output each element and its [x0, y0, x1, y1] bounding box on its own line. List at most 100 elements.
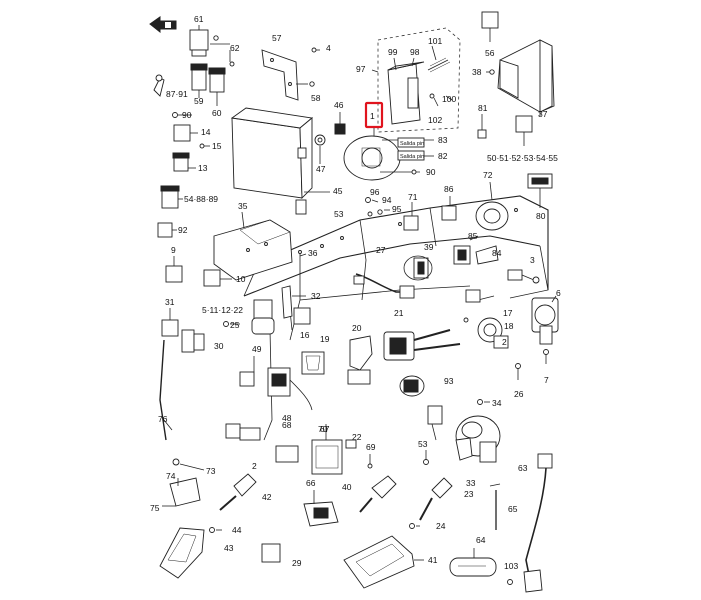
tag-lower-text: Salida pin	[400, 154, 424, 160]
part-label-24: 24	[436, 521, 446, 531]
part-label-58: 58	[311, 93, 321, 103]
bracket-65	[489, 483, 501, 530]
relay-59	[190, 63, 208, 91]
relay-548889	[161, 189, 179, 209]
kit-outline-97	[377, 27, 461, 133]
part-label-56: 56	[485, 48, 495, 58]
part-label-53b: 53	[418, 439, 428, 449]
part-label-46: 46	[334, 100, 344, 110]
part-label-31: 31	[165, 297, 175, 307]
dashboard-frame	[243, 195, 549, 441]
connector-23	[419, 477, 453, 521]
part-label-34: 34	[492, 398, 502, 408]
part-label-100: 100	[442, 94, 456, 104]
spring-101	[427, 57, 451, 73]
part-label-26: 26	[514, 389, 524, 399]
part-label-20: 20	[352, 323, 362, 333]
relay-71	[403, 215, 419, 231]
ignition-switch-1	[343, 135, 401, 181]
combination-switch-21	[383, 329, 461, 361]
bracket-84	[475, 245, 499, 265]
relay-31	[161, 319, 179, 337]
part-label-65: 65	[508, 504, 518, 514]
plate-43	[159, 527, 205, 579]
switch-19	[301, 351, 325, 375]
part-label-72: 72	[483, 170, 493, 180]
part-label-80: 80	[536, 211, 546, 221]
part-label-36: 36	[308, 248, 318, 258]
sensor-3	[507, 269, 540, 284]
relay-5112	[251, 299, 275, 335]
part-label-90a: 90	[182, 110, 192, 120]
part-label-60: 60	[212, 108, 222, 118]
gauge-72	[475, 201, 509, 231]
part-label-17: 17	[503, 308, 513, 318]
part-label-57: 57	[272, 33, 282, 43]
part-label-98: 98	[410, 47, 420, 57]
part-label-32: 32	[311, 291, 321, 301]
part-label-6: 6	[556, 288, 561, 298]
relay-56	[481, 11, 499, 29]
back-arrow-icon[interactable]	[149, 16, 177, 34]
part-label-43: 43	[224, 543, 234, 553]
module-99-98	[387, 61, 425, 125]
part-label-71: 71	[408, 192, 418, 202]
relay-9	[165, 265, 183, 283]
part-label-21: 21	[394, 308, 404, 318]
part-label-53a: 53	[334, 209, 344, 219]
relay-14	[173, 124, 191, 142]
tag-upper-text: Salida pin	[400, 141, 424, 147]
bracket-57	[261, 49, 299, 101]
relay-10	[203, 269, 221, 287]
part-label-15: 15	[212, 141, 222, 151]
part-label-85: 85	[468, 231, 478, 241]
part-label-59: 59	[194, 96, 204, 106]
part-label-19: 19	[320, 334, 330, 344]
part-label-102: 102	[428, 115, 442, 125]
part-label-27: 27	[376, 245, 386, 255]
part-label-61: 61	[194, 14, 204, 24]
relay-61	[189, 29, 209, 57]
part-label-75: 75	[150, 503, 160, 513]
part-label-2b: 2	[252, 461, 257, 471]
bracket-35	[213, 219, 293, 281]
bracket-66	[303, 501, 339, 527]
part-label-39: 39	[424, 242, 434, 252]
part-label-45: 45	[333, 186, 343, 196]
part-label-16: 16	[300, 330, 310, 340]
control-unit-45	[230, 107, 314, 215]
relay-60	[208, 67, 226, 93]
part-label-33: 33	[466, 478, 476, 488]
part-label-67: 67	[320, 424, 330, 434]
switch-17-18	[477, 317, 509, 349]
part-label-7: 7	[544, 375, 549, 385]
part-label-35: 35	[238, 201, 248, 211]
connector-39	[413, 257, 429, 279]
part-label-64: 64	[476, 535, 486, 545]
part-label-86: 86	[444, 184, 454, 194]
part-label-5112: 5·11·12·22	[202, 305, 243, 315]
relay-5055	[515, 115, 533, 133]
part-label-37: 37	[538, 109, 548, 119]
part-label-73: 73	[206, 466, 216, 476]
part-label-10: 10	[236, 274, 246, 284]
tag-lower: Salida pin	[397, 150, 425, 161]
part-label-3: 3	[530, 255, 535, 265]
module-48	[267, 367, 291, 397]
part-label-22: 22	[352, 432, 362, 442]
part-label-44: 44	[232, 525, 242, 535]
part-label-76: 76	[158, 414, 168, 424]
connector-85	[453, 245, 471, 265]
highlight-part-1[interactable]	[364, 101, 384, 129]
part-label-95: 95	[392, 204, 402, 214]
part-label-18: 18	[504, 321, 514, 331]
part-label-74: 74	[166, 471, 176, 481]
part-label-49: 49	[252, 344, 262, 354]
switch-6	[531, 297, 559, 345]
part-label-94: 94	[382, 195, 392, 205]
part-label-41: 41	[428, 555, 438, 565]
bracket-37	[497, 39, 555, 113]
switch-20	[347, 335, 373, 385]
connector-2	[225, 423, 261, 441]
